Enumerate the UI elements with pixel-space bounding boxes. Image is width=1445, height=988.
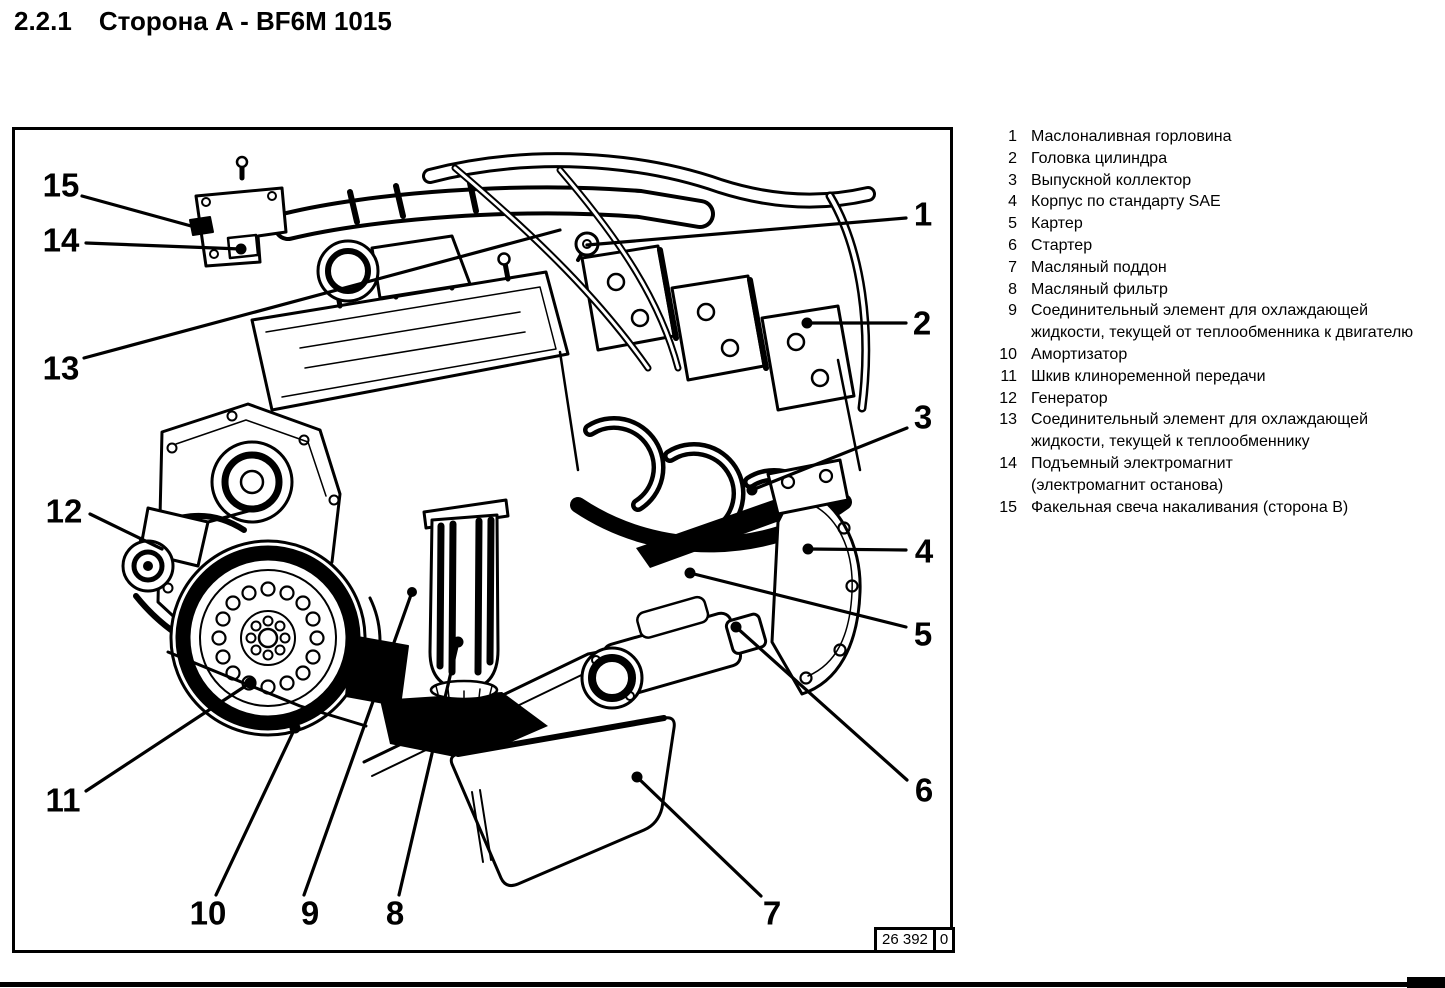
legend-num: 5: [1008, 215, 1017, 233]
legend-item-4: 4 Корпус по стандарту SAE: [986, 191, 1438, 213]
legend-item-3: 3 Выпускной коллектор: [986, 170, 1438, 192]
legend-num: 13: [999, 411, 1017, 429]
legend-num: 11: [1000, 367, 1017, 385]
sae-housing: [766, 458, 862, 696]
legend-num: 1: [1008, 128, 1017, 145]
oil-filter: [422, 498, 510, 701]
page-title: 2.2.1 Сторона A - BF6M 1015: [14, 6, 392, 37]
legend-item-1: 1 Маслоналивная горловина: [986, 126, 1438, 148]
drawing-revision: 0: [932, 930, 952, 950]
section-number: 2.2.1: [14, 6, 72, 36]
legend-num: 7: [1008, 258, 1017, 276]
legend-text: Генератор: [1031, 389, 1108, 407]
callout-8: 8: [385, 894, 405, 932]
callout-1: 1: [913, 195, 933, 233]
callout-12: 12: [45, 492, 83, 530]
footer-end-mark: [1407, 977, 1445, 988]
leader-dots: [235, 243, 814, 783]
fuel-pipes: [451, 164, 682, 372]
legend-text: Масляный фильтр: [1031, 280, 1168, 298]
legend-text: Головка цилиндра: [1031, 149, 1168, 167]
legend-num: 9: [1008, 302, 1017, 320]
footer-rule: [0, 982, 1445, 987]
legend-item-13: 13 Соединительный элемент для охлаждающей…: [986, 409, 1438, 453]
legend-text: Корпус по стандарту SAE: [1031, 193, 1221, 211]
vibration-damper-pulley: [169, 539, 382, 737]
generator-and-belt: [121, 506, 255, 667]
callout-3: 3: [913, 398, 933, 436]
callout-5: 5: [913, 615, 933, 653]
callout-10: 10: [189, 894, 227, 932]
cylinder-head-covers-right: [558, 244, 862, 472]
legend-item-2: 2 Головка цилиндра: [986, 148, 1438, 170]
legend-num: 4: [1008, 193, 1017, 211]
callout-13: 13: [42, 349, 80, 387]
drawing-number-box: 26 392 0: [874, 927, 956, 953]
drawing-number: 26 392: [882, 931, 928, 948]
legend-item-8: 8 Масляный фильтр: [986, 279, 1438, 301]
callout-2: 2: [912, 304, 932, 342]
legend-num: 14: [999, 454, 1017, 472]
legend-text: Стартер: [1031, 236, 1093, 254]
legend-text: Соединительный элемент для охлаждающей ж…: [1031, 411, 1368, 451]
legend-text: Маслоналивная горловина: [1031, 128, 1232, 145]
legend-num: 15: [999, 498, 1017, 516]
legend-item-9: 9 Соединительный элемент для охлаждающей …: [986, 300, 1438, 344]
legend-num: 8: [1008, 280, 1017, 298]
legend-num: 6: [1008, 236, 1017, 254]
title-text: Сторона A - BF6M 1015: [98, 6, 392, 36]
top-piping: [273, 152, 876, 413]
legend-num: 2: [1008, 149, 1017, 167]
lifting-magnet-bracket: [189, 155, 288, 268]
legend-text: Факельная свеча накаливания (сторона B): [1031, 498, 1349, 516]
starter: [580, 595, 768, 710]
legend-text: Шкив клиноременной передачи: [1031, 367, 1266, 385]
leader-lines: [80, 194, 909, 898]
legend-item-7: 7 Масляный поддон: [986, 257, 1438, 279]
callout-15: 15: [42, 166, 80, 204]
legend-item-11: 11 Шкив клиноременной передачи: [986, 366, 1438, 388]
parts-legend: 1 Маслоналивная горловина 2 Головка цилинд…: [986, 126, 1438, 518]
legend-num: 12: [999, 389, 1017, 407]
coolant-connection: [316, 231, 600, 303]
legend-text: Подъемный электромагнит (электромагнит о…: [1031, 454, 1233, 494]
legend-text: Картер: [1031, 215, 1083, 233]
legend-text: Соединительный элемент для охлаждающей ж…: [1031, 302, 1414, 342]
callout-6: 6: [914, 771, 934, 809]
legend-num: 3: [1008, 171, 1017, 189]
callout-14: 14: [42, 221, 80, 259]
legend-item-5: 5 Картер: [986, 213, 1438, 235]
callout-11: 11: [45, 781, 81, 819]
legend-item-6: 6 Стартер: [986, 235, 1438, 257]
callout-9: 9: [300, 894, 320, 932]
legend-text: Амортизатор: [1031, 345, 1128, 363]
legend-item-14: 14 Подъемный электромагнит (электромагнит…: [986, 453, 1438, 497]
legend-num: 10: [999, 345, 1017, 363]
legend-text: Масляный поддон: [1031, 258, 1167, 276]
callout-7: 7: [762, 894, 782, 932]
legend-text: Выпускной коллектор: [1031, 171, 1192, 189]
legend-item-15: 15 Факельная свеча накаливания (сторона B…: [986, 497, 1438, 519]
oil-pan: [449, 715, 676, 887]
legend-item-10: 10 Амортизатор: [986, 344, 1438, 366]
callout-4: 4: [914, 532, 934, 570]
figure-frame: [12, 127, 953, 953]
legend-item-12: 12 Генератор: [986, 388, 1438, 410]
